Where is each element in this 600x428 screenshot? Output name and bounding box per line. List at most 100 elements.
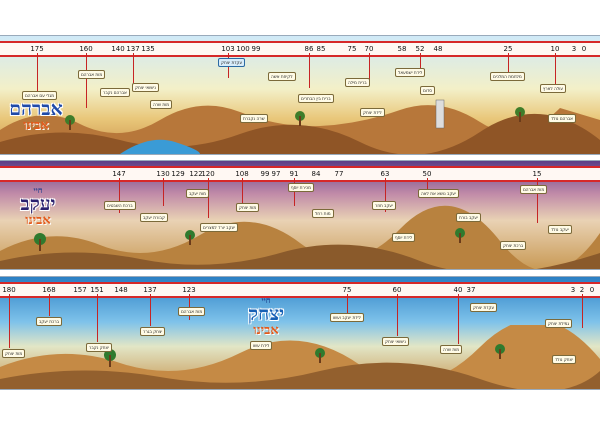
event-pointer bbox=[294, 178, 295, 206]
event-box: מות רחל bbox=[312, 209, 334, 218]
tick-label: 0 bbox=[581, 45, 587, 53]
event-box: מות אברהם bbox=[178, 307, 206, 316]
tick-label: 157 bbox=[73, 286, 87, 294]
title-name: יצחק bbox=[247, 303, 285, 325]
tick-label: 120 bbox=[201, 170, 215, 178]
title-suffix: אבינו bbox=[253, 323, 279, 338]
tick-label: 137 bbox=[126, 45, 140, 53]
tick-label: 147 bbox=[112, 170, 126, 178]
event-box: יצחק נולד bbox=[552, 355, 576, 364]
event-box: יעקב בורח bbox=[456, 213, 481, 222]
event-box: לידת יצחק bbox=[360, 108, 385, 117]
event-box: לקיחת אשה bbox=[268, 72, 296, 81]
panel-title: חיי יצחק אבינו bbox=[236, 295, 296, 337]
tick-label: 3 bbox=[570, 286, 576, 294]
event-box: ברכת השבטים bbox=[104, 201, 136, 210]
event-pointer bbox=[163, 178, 164, 206]
tick-label: 129 bbox=[171, 170, 185, 178]
tick-label: 3 bbox=[571, 45, 577, 53]
event-box: יצחק נקבר bbox=[86, 343, 112, 352]
event-pointer bbox=[208, 178, 209, 218]
event-box: מגלי עם אברהם bbox=[22, 91, 58, 100]
tick-label: 137 bbox=[143, 286, 157, 294]
event-box: אברהם נקבר bbox=[100, 88, 130, 97]
event-box: ברכת יעקב bbox=[36, 317, 63, 326]
event-box: מכירת יוסף bbox=[288, 183, 314, 192]
tick-label: 10 bbox=[550, 45, 560, 53]
title-suffix: אבינו bbox=[23, 118, 49, 133]
tick-label: 70 bbox=[364, 45, 374, 53]
tick-label: 75 bbox=[347, 45, 357, 53]
tick-label: 99 bbox=[251, 45, 261, 53]
event-box: יעקב נולד bbox=[548, 225, 572, 234]
tick-label: 63 bbox=[380, 170, 390, 178]
tick-label: 148 bbox=[114, 286, 128, 294]
event-box: מות יצחק bbox=[2, 349, 26, 358]
event-box: מות שרה bbox=[150, 100, 173, 109]
timeline-panel-isaac: 180 168 157 151 148 137 123 75 60 40 37 … bbox=[0, 276, 600, 390]
event-box: קבורת יעקב bbox=[140, 213, 168, 222]
event-pointer bbox=[385, 178, 386, 212]
tick-label: 75 bbox=[342, 286, 352, 294]
title-name: אברהם bbox=[9, 98, 63, 120]
tick-label: 103 bbox=[221, 45, 235, 53]
tick-label: 84 bbox=[311, 170, 321, 178]
tick-label: 52 bbox=[415, 45, 425, 53]
tick-label: 2 bbox=[579, 286, 585, 294]
event-pointer bbox=[9, 294, 10, 348]
event-pointer bbox=[86, 53, 87, 108]
event-box: נישואי יצחק bbox=[132, 83, 159, 92]
tick-label: 85 bbox=[316, 45, 326, 53]
event-box: מות שרה bbox=[440, 345, 463, 354]
tick-label: 77 bbox=[334, 170, 344, 178]
event-pointer bbox=[555, 53, 556, 91]
event-pointer bbox=[119, 178, 120, 213]
event-pointer bbox=[458, 294, 459, 344]
title-prefix: חיי bbox=[33, 185, 43, 195]
tick-label: 160 bbox=[79, 45, 93, 53]
event-box: מלחמת המלכים bbox=[490, 72, 525, 81]
event-box: מות יצחק bbox=[236, 203, 260, 212]
tick-label: 100 bbox=[236, 45, 250, 53]
timeline-panel-abraham: 175 160 140 137 135 103 100 99 86 85 75 … bbox=[0, 35, 600, 155]
tick-label: 40 bbox=[453, 286, 463, 294]
event-box: לידת יוסף bbox=[392, 233, 416, 242]
event-box: יעקב נושא את לאה bbox=[418, 189, 459, 198]
event-box: סדום bbox=[420, 86, 435, 95]
tick-label: 175 bbox=[30, 45, 44, 53]
panel-title: חיי יעקב אבינו bbox=[8, 185, 68, 227]
title-suffix: אבינו bbox=[25, 213, 51, 228]
tick-label: 168 bbox=[42, 286, 56, 294]
tick-label: 140 bbox=[111, 45, 125, 53]
event-box: יעקב חוזר bbox=[372, 201, 396, 210]
event-pointer bbox=[537, 178, 538, 223]
event-pointer bbox=[37, 53, 38, 93]
event-box: עולה לארץ bbox=[540, 84, 567, 93]
tick-label: 108 bbox=[235, 170, 249, 178]
tick-label: 0 bbox=[589, 286, 595, 294]
event-pointer bbox=[369, 53, 370, 81]
event-box: עקדת יצחק bbox=[470, 303, 498, 312]
tick-label: 151 bbox=[90, 286, 104, 294]
tick-label: 123 bbox=[182, 286, 196, 294]
event-box: נישואי יצחק bbox=[382, 337, 409, 346]
event-pointer bbox=[309, 53, 310, 88]
event-box: לידת יעקב ועשו bbox=[330, 313, 364, 322]
tick-label: 60 bbox=[392, 286, 402, 294]
timeline-ruler: 180 168 157 151 148 137 123 75 60 40 37 … bbox=[0, 282, 600, 298]
event-pointer bbox=[508, 53, 509, 77]
tick-label: 97 bbox=[271, 170, 281, 178]
tick-label: 58 bbox=[397, 45, 407, 53]
timeline-ruler: 147 130 129 122 120 108 99 97 91 84 77 6… bbox=[0, 166, 600, 182]
tick-label: 37 bbox=[466, 286, 476, 294]
event-box: אברהם נולד bbox=[548, 114, 576, 123]
tick-label: 122 bbox=[189, 170, 203, 178]
tick-label: 130 bbox=[156, 170, 170, 178]
tick-label: 15 bbox=[532, 170, 542, 178]
event-pointer bbox=[97, 294, 98, 342]
title-prefix: חיי bbox=[261, 295, 271, 305]
event-pointer bbox=[49, 294, 50, 316]
event-pointer bbox=[347, 294, 348, 314]
tick-label: 91 bbox=[289, 170, 299, 178]
tick-label: 48 bbox=[433, 45, 443, 53]
